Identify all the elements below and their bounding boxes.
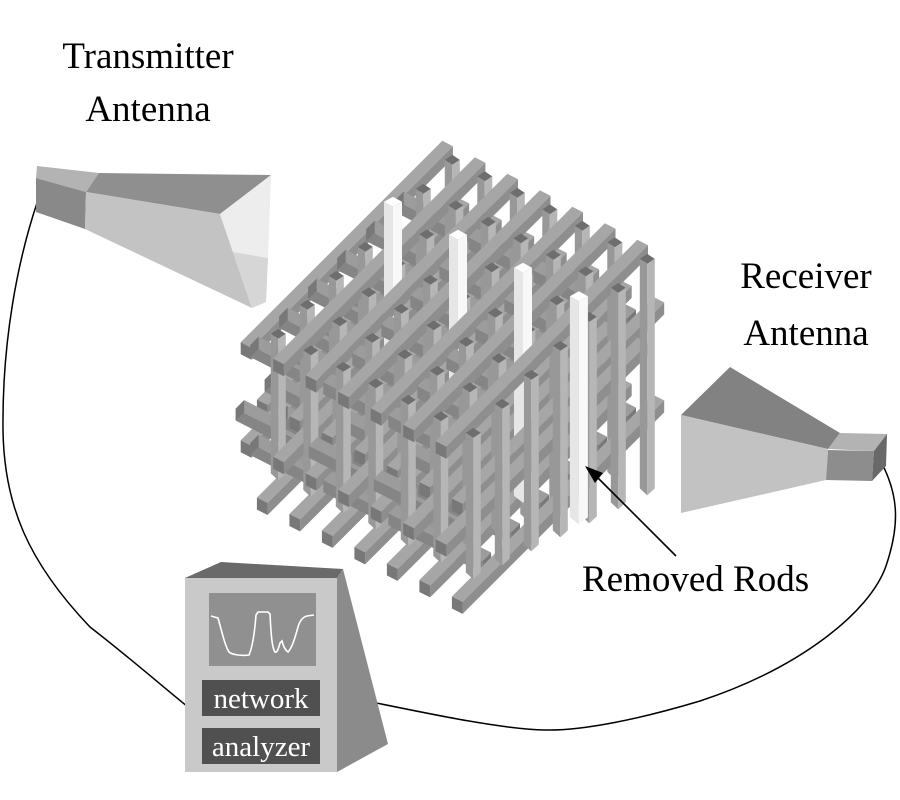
- tx-waveguide-top-face: [36, 166, 99, 192]
- lattice-rod-face: [419, 580, 431, 598]
- transmitter-antenna-label-line2: Antenna: [85, 89, 210, 130]
- lattice-rod-face: [552, 345, 561, 538]
- lattice-rod-face: [305, 375, 317, 393]
- lattice-rod-face: [403, 223, 616, 431]
- receiver-antenna-label-line1: Receiver: [740, 256, 871, 297]
- arrow-line: [597, 477, 677, 557]
- network-badge: [202, 680, 320, 716]
- lattice-rod-face: [338, 190, 551, 398]
- removed-rods-label: Removed Rods: [582, 559, 809, 600]
- lattice-rod-face: [279, 307, 288, 329]
- receiver-cable: [351, 457, 897, 731]
- transmitter-antenna-label-line1: Transmitter: [62, 36, 233, 77]
- transmission-spectrum-trace: [210, 611, 315, 657]
- lattice-rod-face: [321, 530, 333, 548]
- analyzer-badge-label: analyzer: [212, 731, 311, 763]
- lattice-rod-face: [610, 287, 619, 510]
- lattice-rod-face: [250, 434, 259, 456]
- lattice-rod-face: [289, 514, 301, 532]
- lattice-rod-face: [370, 408, 382, 426]
- rx-waveguide-top-face: [828, 433, 887, 451]
- lattice-rod-face: [338, 391, 349, 410]
- tx-horn-front-face: [85, 192, 252, 308]
- lattice-rod-face: [403, 424, 414, 443]
- lattice-rod-face: [435, 239, 648, 447]
- lattice-rod-face: [465, 432, 474, 580]
- analyzer-screen: [209, 593, 316, 666]
- analyzer-side-face: [337, 569, 388, 772]
- receiver-antenna: [681, 367, 887, 513]
- lattice-rod-face: [560, 345, 568, 538]
- tx-waveguide-front-face: [36, 178, 86, 229]
- lattice-rod-face: [305, 173, 518, 381]
- lattice-rod-face: [647, 258, 655, 496]
- lattice-rod-face: [354, 547, 366, 565]
- lattice-rod-face: [240, 440, 252, 458]
- rx-horn-top-face: [681, 367, 840, 449]
- removed-rods-pointer: [585, 466, 677, 557]
- lattice-rod-face: [366, 220, 375, 242]
- lattice-rod-face: [273, 456, 284, 475]
- lattice-rod-face: [502, 403, 510, 566]
- lattice-rod-face: [451, 596, 463, 614]
- lattice-rod-face: [589, 316, 597, 524]
- lattice-rod-face: [354, 449, 366, 467]
- lattice-rod-face: [523, 374, 532, 552]
- tx-horn-mouth-lower: [233, 252, 268, 308]
- photonic-crystal-lattice: [235, 140, 665, 614]
- lattice-rod-face: [531, 374, 539, 552]
- lattice-rod-face: [289, 416, 301, 434]
- transmitter-antenna: [36, 166, 271, 308]
- lattice-rod-face: [569, 296, 579, 525]
- lattice-rod-face: [435, 539, 447, 557]
- network-badge-label: network: [213, 683, 309, 715]
- lattice-rod-face: [305, 473, 317, 491]
- lattice-rod-face: [273, 157, 486, 365]
- lattice-rod-face: [235, 400, 245, 421]
- lattice-rod-face: [338, 489, 349, 508]
- lattice-rod-face: [250, 336, 259, 358]
- tx-horn-mouth-face: [220, 175, 271, 258]
- rx-waveguide-front-face: [826, 450, 874, 481]
- lattice-rod-face: [337, 249, 346, 271]
- network-analyzer: network analyzer: [185, 562, 388, 772]
- lattice-rod-face: [240, 342, 252, 360]
- lattice-rod-face: [273, 358, 284, 377]
- lattice-rod-face: [256, 497, 268, 515]
- lattice-rod-face: [308, 278, 317, 300]
- lattice-rod-face: [451, 498, 463, 516]
- transmitter-cable: [2, 202, 189, 708]
- analyzer-top-face: [185, 562, 343, 578]
- rx-horn-front-face: [681, 415, 828, 513]
- lattice-rod-face: [435, 441, 447, 459]
- lattice-rod-face: [419, 482, 431, 500]
- lattice-rod-face: [578, 296, 588, 525]
- lattice-rod-face: [494, 403, 503, 566]
- lattice-rod-face: [473, 432, 481, 580]
- lattice-rod-face: [370, 206, 583, 414]
- tx-horn-top-face: [86, 173, 271, 214]
- lattice-rod-face: [240, 140, 453, 348]
- lattice-rod-face: [386, 563, 398, 581]
- analyzer-badge: [202, 728, 320, 764]
- rx-waveguide-side-face: [872, 434, 887, 481]
- lattice-rod-face: [618, 287, 626, 510]
- lattice-rod-face: [403, 522, 414, 541]
- lattice-rod-face: [370, 506, 382, 524]
- receiver-antenna-label-line2: Antenna: [743, 313, 868, 354]
- lattice-rod-face: [639, 258, 648, 496]
- arrow-head-icon: [585, 466, 603, 483]
